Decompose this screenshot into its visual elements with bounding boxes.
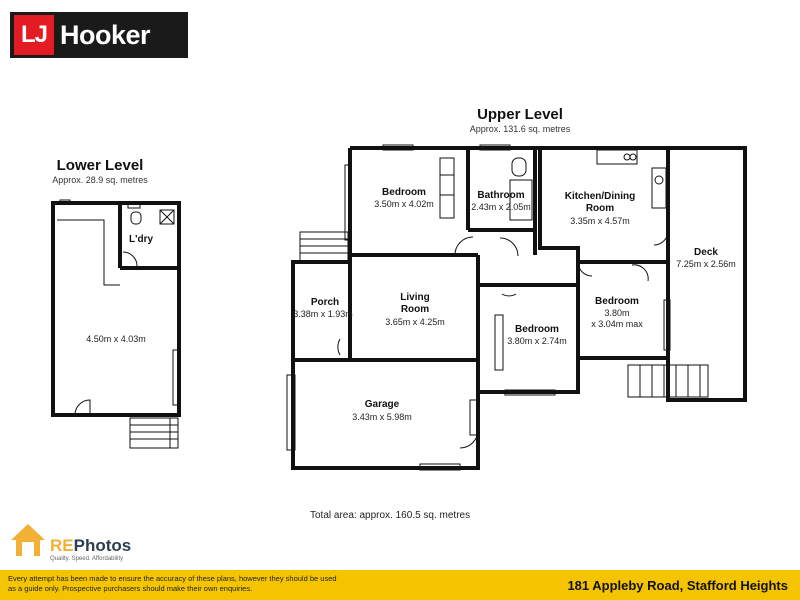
rephotos-wordmark: REPhotos <box>50 536 131 556</box>
kitchen-dims: 3.35m x 4.57m <box>570 216 630 226</box>
rephotos-photos: Photos <box>73 536 132 555</box>
living-room-dims: 3.65m x 4.25m <box>385 317 445 327</box>
total-area: Total area: approx. 160.5 sq. metres <box>310 510 471 521</box>
upper-level-title: Upper Level <box>477 106 563 123</box>
bedroom2-label: Bedroom <box>515 324 559 335</box>
lower-level-title: Lower Level <box>56 157 144 174</box>
hooker-logo-text: Hooker <box>60 19 151 50</box>
bedroom3-label: Bedroom <box>595 296 639 307</box>
lower-main-room-dims: 4.50m x 4.03m <box>86 334 146 344</box>
rephotos-tagline: Quality. Speed. Affordability <box>50 556 124 562</box>
property-address: 181 Appleby Road, Stafford Heights <box>567 578 788 593</box>
upper-level-fixtures <box>286 144 709 471</box>
house-logo-icon <box>11 524 45 556</box>
disclaimer-line-1: Every attempt has been made to ensure th… <box>8 574 337 583</box>
lower-level-fixtures <box>57 199 180 449</box>
laundry-label: L'dry <box>129 234 153 245</box>
bedroom3-dims: 3.80m <box>604 308 629 318</box>
deck-dims: 7.25m x 2.56m <box>676 259 736 269</box>
bathroom-dims: 2.43m x 2.05m <box>471 202 531 212</box>
garage-label: Garage <box>365 399 400 410</box>
kitchen-label-2: Room <box>586 203 614 214</box>
kitchen-label: Kitchen/Dining <box>565 191 636 202</box>
lower-level-area: Approx. 28.9 sq. metres <box>52 175 148 185</box>
footer-bar: Every attempt has been made to ensure th… <box>0 570 800 600</box>
bedroom1-label: Bedroom <box>382 187 426 198</box>
upper-level-area: Approx. 131.6 sq. metres <box>469 124 571 134</box>
porch-dims: 3.38m x 1.93m <box>293 309 353 319</box>
rephotos-logo: REPhotos Quality. Speed. Affordability <box>8 520 158 566</box>
lower-level-walls <box>51 201 181 417</box>
living-room-label-2: Room <box>401 304 429 315</box>
bedroom3-dims-2: x 3.04m max <box>591 319 643 329</box>
disclaimer-line-2: as a guide only. Prospective purchasers … <box>8 584 253 593</box>
bathroom-label: Bathroom <box>477 190 524 201</box>
rephotos-re: RE <box>50 536 74 555</box>
garage-dims: 3.43m x 5.98m <box>352 412 412 422</box>
disclaimer: Every attempt has been made to ensure th… <box>8 574 428 594</box>
porch-label: Porch <box>311 297 339 308</box>
deck-label: Deck <box>694 247 718 258</box>
lj-hooker-logo: LJ Hooker <box>10 12 188 58</box>
living-room-label: Living <box>400 292 429 303</box>
bedroom2-dims: 3.80m x 2.74m <box>507 336 567 346</box>
bedroom1-dims: 3.50m x 4.02m <box>374 199 434 209</box>
lj-logo-mark: LJ <box>14 15 54 55</box>
